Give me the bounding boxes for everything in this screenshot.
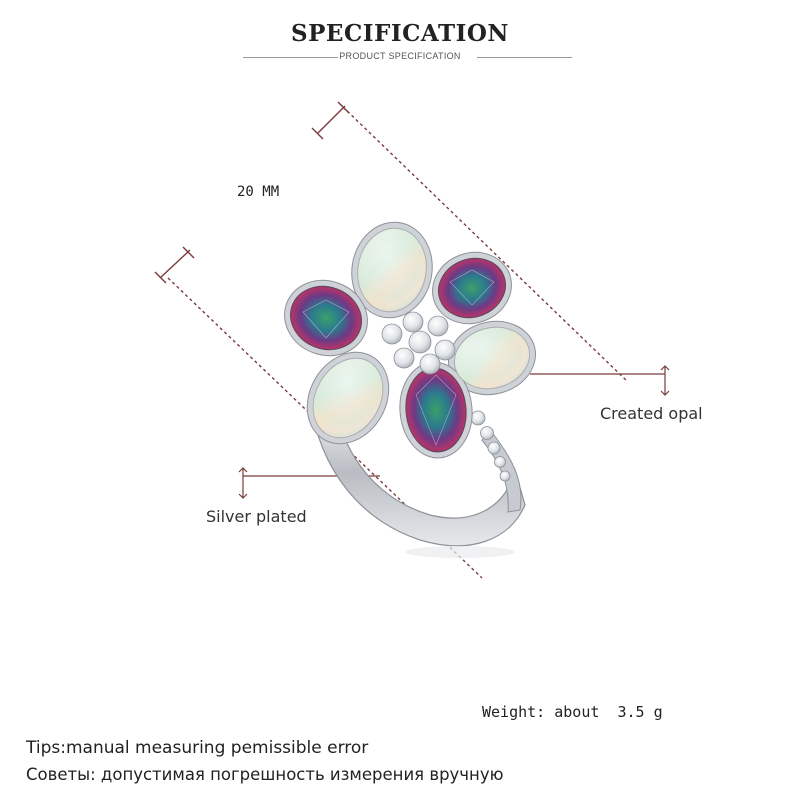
dimension-label: 20 MM bbox=[237, 184, 280, 200]
weight-text: Weight: about 3.5 g bbox=[482, 703, 663, 721]
page-subtitle: PRODUCT SPECIFICATION bbox=[339, 51, 461, 61]
subtitle-divider-left bbox=[243, 57, 338, 58]
created-opal-stones bbox=[312, 227, 531, 439]
page-title: SPECIFICATION bbox=[291, 20, 509, 47]
subtitle-divider-right bbox=[477, 57, 572, 58]
silver-plated-label: Silver plated bbox=[206, 507, 307, 526]
created-opal-label: Created opal bbox=[600, 404, 703, 423]
tips-english: Tips:manual measuring pemissible error bbox=[26, 738, 369, 758]
tips-russian: Советы: допустимая погрешность измерения… bbox=[26, 765, 504, 784]
mystic-topaz-stones bbox=[290, 257, 506, 453]
center-cz-cluster bbox=[381, 311, 456, 375]
